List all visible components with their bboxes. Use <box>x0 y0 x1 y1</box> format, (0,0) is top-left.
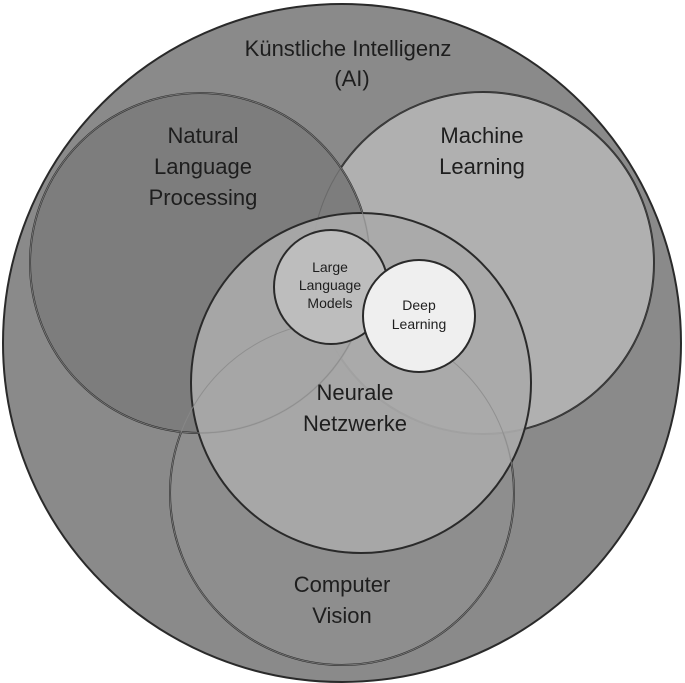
dl-label-line1: Deep <box>402 297 436 313</box>
ml-label-line2: Learning <box>439 154 525 179</box>
llm-label-line1: Large <box>312 259 348 275</box>
nlp-label-line2: Language <box>154 154 252 179</box>
deep-learning-circle <box>362 259 476 373</box>
nlp-label-line1: Natural <box>168 123 239 148</box>
dl-label-line2: Learning <box>392 316 447 332</box>
cv-label-line1: Computer <box>294 572 391 597</box>
nlp-label-line3: Processing <box>149 185 258 210</box>
ml-label-line1: Machine <box>440 123 523 148</box>
cv-label-line2: Vision <box>312 603 372 628</box>
ai-label-line2: (AI) <box>334 66 369 91</box>
nn-label-line1: Neurale <box>316 380 393 405</box>
nn-label-line2: Netzwerke <box>303 411 407 436</box>
llm-label-line3: Models <box>307 295 352 311</box>
ai-label-line1: Künstliche Intelligenz <box>245 36 452 61</box>
llm-label-line2: Language <box>299 277 362 293</box>
